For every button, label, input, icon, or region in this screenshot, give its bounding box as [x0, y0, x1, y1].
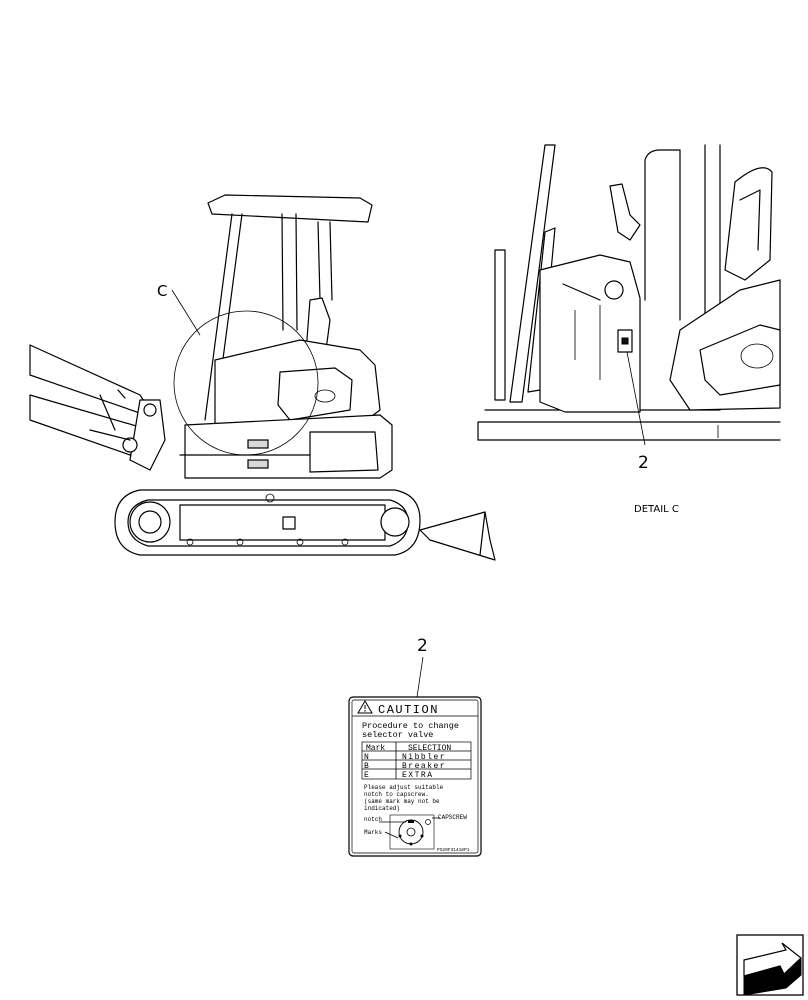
decal-heading: CAUTION: [378, 703, 439, 717]
notch-diagram: [379, 814, 440, 850]
decal-line-2: selector valve: [362, 730, 433, 740]
label-capscrew: CAPSCREW: [438, 814, 467, 821]
decal-note-3: (same mark may not be: [364, 798, 440, 805]
table-row-mark: B: [364, 762, 369, 771]
detail-c-view: [477, 144, 781, 446]
detail-c-title: DETAIL C: [634, 504, 679, 515]
detail-item-2-label: 2: [638, 453, 649, 473]
decal-part-code: PS20F31418P1: [437, 847, 470, 853]
decal-note-2: notch to capscrew.: [364, 791, 429, 798]
label-marks: Marks: [364, 829, 382, 836]
detail-c-circle: [173, 310, 319, 456]
next-page-arrow-icon[interactable]: [736, 934, 804, 996]
table-header-selection: SELECTION: [408, 744, 451, 753]
warning-triangle-icon: [357, 700, 373, 714]
excavator-side-view: [29, 194, 496, 561]
table-row-selection: Breaker: [402, 762, 446, 771]
decal-note-1: Please adjust suitable: [364, 784, 444, 791]
table-row-mark: E: [364, 771, 369, 780]
table-row-mark: N: [364, 753, 369, 762]
table-row-selection: EXTRA: [402, 771, 434, 780]
callout-c-label: C: [157, 282, 167, 300]
label-notch: notch: [364, 816, 382, 823]
decal-item-2-label: 2: [417, 636, 428, 656]
table-header-mark: Mark: [366, 744, 385, 753]
table-row-selection: Nibbler: [402, 753, 446, 762]
selection-table: Mark SELECTION N Nibbler B Breaker E EXT…: [361, 741, 472, 780]
decal-line-1: Procedure to change: [362, 721, 459, 731]
decal-note-4: indicated): [364, 805, 400, 812]
caution-decal: CAUTION Procedure to change selector val…: [348, 696, 482, 857]
